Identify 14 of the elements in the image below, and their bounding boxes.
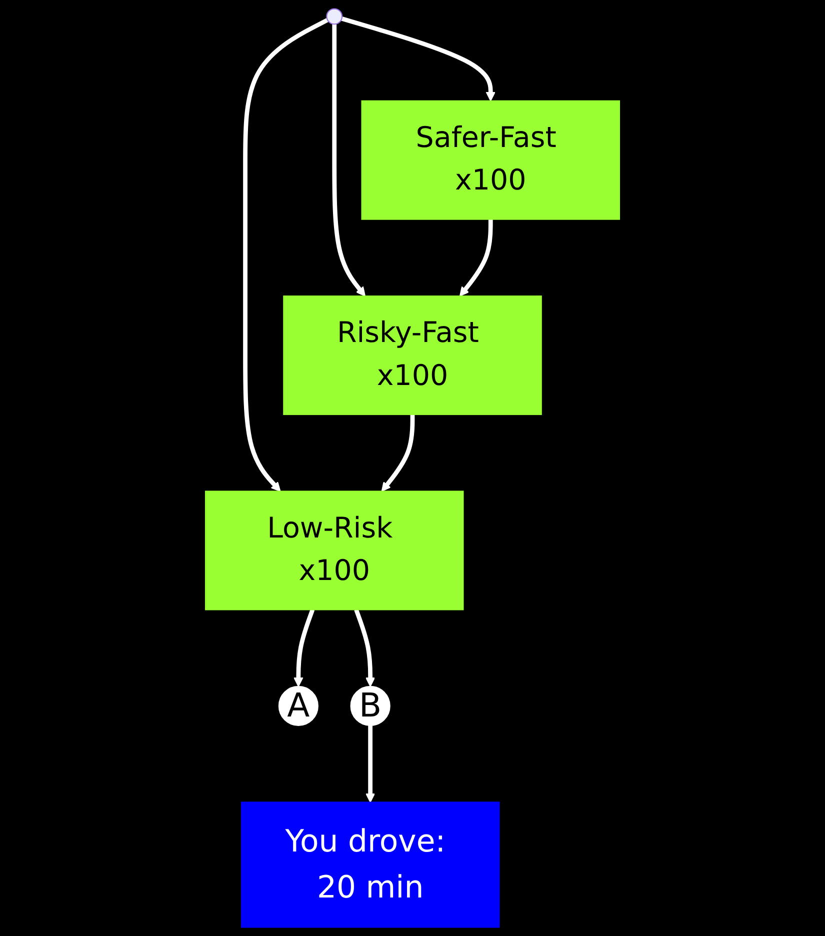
node-box: You drove: 20 min	[240, 802, 500, 928]
arrow	[294, 608, 315, 687]
node-circle: B	[350, 686, 390, 726]
node-box: Risky-Fast x100	[283, 296, 542, 416]
node-box: Low-Risk x100	[204, 490, 464, 610]
arrow	[332, 24, 366, 296]
arrow	[341, 16, 496, 102]
node-box: Safer-Fast x100	[361, 100, 620, 220]
arrow	[381, 414, 415, 492]
arrow	[243, 18, 329, 492]
arrow	[459, 219, 493, 296]
node-circle: A	[278, 686, 318, 726]
arrow	[354, 608, 376, 687]
arrow	[366, 725, 376, 803]
